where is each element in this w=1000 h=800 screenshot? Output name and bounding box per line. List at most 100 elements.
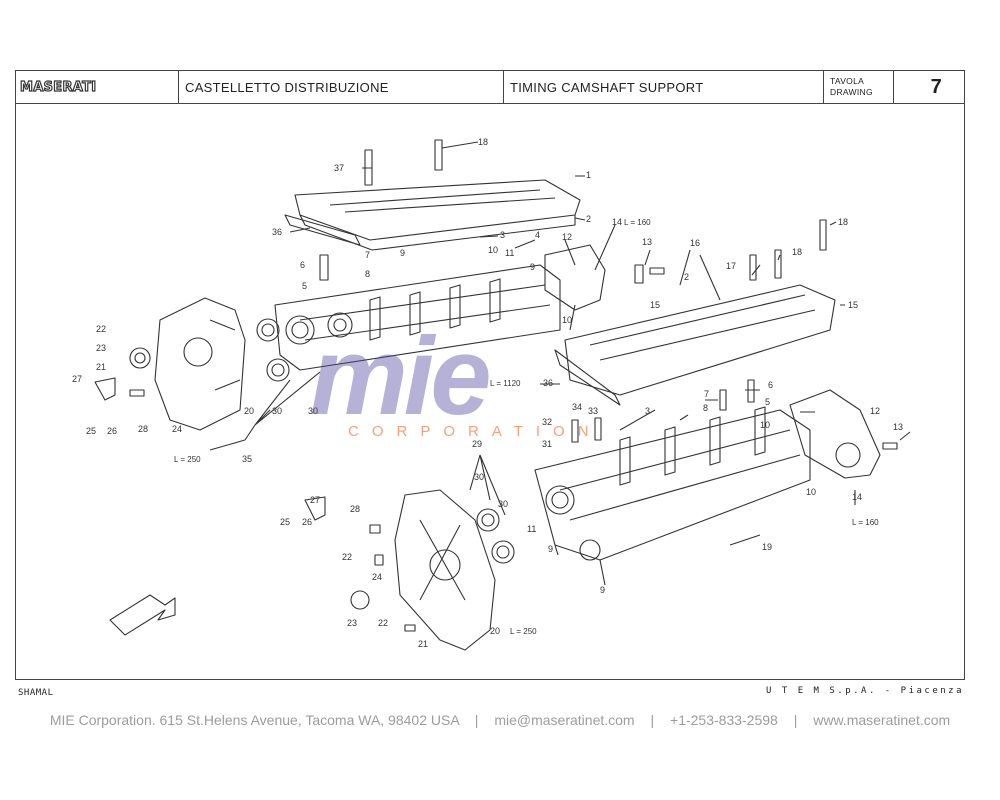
title-block: MASERATI CASTELLETTO DISTRIBUZIONE TIMIN…: [15, 70, 965, 104]
footer-separator: |: [793, 712, 798, 728]
exploded-parts-diagram: 1 2 2 3 3 4 5 5 6 6 7 7 8 8 9 9 9 9 10 1…: [72, 137, 911, 651]
callout-7-upper: 7: [365, 250, 370, 260]
callout-24-lower: 24: [372, 572, 382, 582]
camshaft-carrier-lower: [534, 406, 811, 561]
callout-3-upper: 3: [500, 230, 505, 240]
front-direction-arrow-icon: [109, 594, 176, 636]
callout-10-upper: 10: [488, 245, 498, 255]
callout-5-upper: 5: [302, 281, 307, 291]
callout-1: 1: [586, 170, 591, 180]
callout-9-upper: 9: [400, 248, 405, 258]
callout-8-upper: 8: [365, 269, 370, 279]
bolt-37: [364, 149, 373, 186]
maserati-logo: MASERATI: [16, 71, 179, 103]
cam-cover-right: [554, 284, 836, 406]
seal-30-upper-a: [256, 318, 280, 342]
callout-10-mid: 10: [562, 315, 572, 325]
callout-24-upper: 24: [172, 424, 182, 434]
length-160-lower: L = 160: [852, 518, 879, 527]
callout-13-upper: 13: [642, 237, 652, 247]
seal-30-lower-a: [476, 508, 500, 532]
callout-6-lower: 6: [768, 380, 773, 390]
callout-18-right: 18: [838, 217, 848, 227]
length-250-upper: L = 250: [174, 455, 201, 464]
callout-28-upper: 28: [138, 424, 148, 434]
model-name: SHAMAL: [18, 688, 54, 698]
callout-20-lower: 20: [490, 626, 500, 636]
callout-30-lower-a: 30: [474, 472, 484, 482]
callout-31: 31: [542, 439, 552, 449]
callout-3-lower: 3: [645, 406, 650, 416]
callout-23-upper: 23: [96, 343, 106, 353]
seal-23-upper: [129, 347, 151, 369]
callout-11-lower: 11: [527, 524, 536, 534]
callout-4: 4: [535, 230, 540, 240]
callout-2-upper: 2: [586, 214, 591, 224]
plate-label: TAVOLA DRAWING: [824, 71, 894, 103]
callout-12-upper: 12: [562, 232, 572, 242]
timing-cover-lower: [394, 489, 496, 651]
footer-website-link[interactable]: www.maseratinet.com: [813, 712, 951, 728]
callout-22-upper: 22: [96, 324, 106, 334]
callout-2-right: 2: [684, 272, 689, 282]
callout-22-lower: 22: [342, 552, 352, 562]
bolt-18-upper: [434, 139, 443, 171]
length-250-lower: L = 250: [510, 627, 537, 636]
timing-cover-right: [789, 389, 881, 479]
cam-cover-upper: [284, 179, 581, 251]
drawing-label: DRAWING: [830, 87, 873, 97]
callout-21-lower: 21: [418, 639, 428, 649]
callout-12-right: 12: [870, 406, 880, 416]
callout-30-upper-b: 30: [308, 406, 318, 416]
callout-26-lower: 26: [302, 517, 312, 527]
callout-14-lower: 14: [852, 492, 862, 502]
callout-30-lower-b: 30: [498, 499, 508, 509]
callout-27-upper: 27: [72, 374, 82, 384]
callout-20-upper: 20: [244, 406, 254, 416]
footer-separator: |: [474, 712, 479, 728]
callout-10-lower: 10: [760, 420, 770, 430]
callout-27-lower: 27: [310, 495, 320, 505]
callout-34: 34: [572, 402, 582, 412]
footer-phone: +1-253-833-2598: [670, 712, 778, 728]
length-1120: L = 1120: [490, 379, 521, 388]
callout-6-upper: 6: [300, 260, 305, 270]
callout-14-upper: 14: [612, 217, 622, 227]
callout-9-lower-b: 9: [600, 585, 605, 595]
callout-19: 19: [762, 542, 772, 552]
callout-36-lower: 36: [543, 378, 553, 388]
callout-10-right: 10: [806, 487, 816, 497]
callout-28-lower: 28: [350, 504, 360, 514]
callout-15-upper: 15: [650, 300, 660, 310]
callout-30-upper-a: 30: [272, 406, 282, 416]
callout-33: 33: [588, 406, 598, 416]
seal-23-lower: [350, 590, 370, 610]
callout-29: 29: [472, 439, 482, 449]
title-italian: CASTELLETTO DISTRIBUZIONE: [179, 71, 504, 103]
tavola-label: TAVOLA: [830, 76, 865, 86]
callout-13-right: 13: [893, 422, 903, 432]
callout-25-upper: 25: [86, 426, 96, 436]
callout-22-lower-b: 22: [378, 618, 388, 628]
timing-cover-upper-left: [154, 297, 246, 431]
callout-26-upper: 26: [107, 426, 117, 436]
callout-23-lower: 23: [347, 618, 357, 628]
callout-9-upper-b: 9: [530, 262, 535, 272]
contact-footer: MIE Corporation. 615 St.Helens Avenue, T…: [0, 712, 1000, 728]
callout-35: 35: [242, 454, 252, 464]
callout-32: 32: [542, 417, 552, 427]
callout-9-lower: 9: [548, 544, 553, 554]
callout-5-lower: 5: [765, 397, 770, 407]
callout-17: 17: [726, 261, 736, 271]
footer-separator: |: [650, 712, 655, 728]
callout-8-lower: 8: [703, 403, 708, 413]
callout-36-upper: 36: [272, 227, 282, 237]
footer-email-link[interactable]: mie@maseratinet.com: [494, 712, 635, 728]
camshaft-carrier-upper: [274, 264, 561, 371]
seal-30-lower-b: [491, 540, 515, 564]
callout-15-right: 15: [848, 300, 858, 310]
bracket-27-lower: [304, 496, 326, 521]
timing-cover-12-upper: [544, 244, 606, 311]
callout-18-mid: 18: [792, 247, 802, 257]
callout-37: 37: [334, 163, 344, 173]
